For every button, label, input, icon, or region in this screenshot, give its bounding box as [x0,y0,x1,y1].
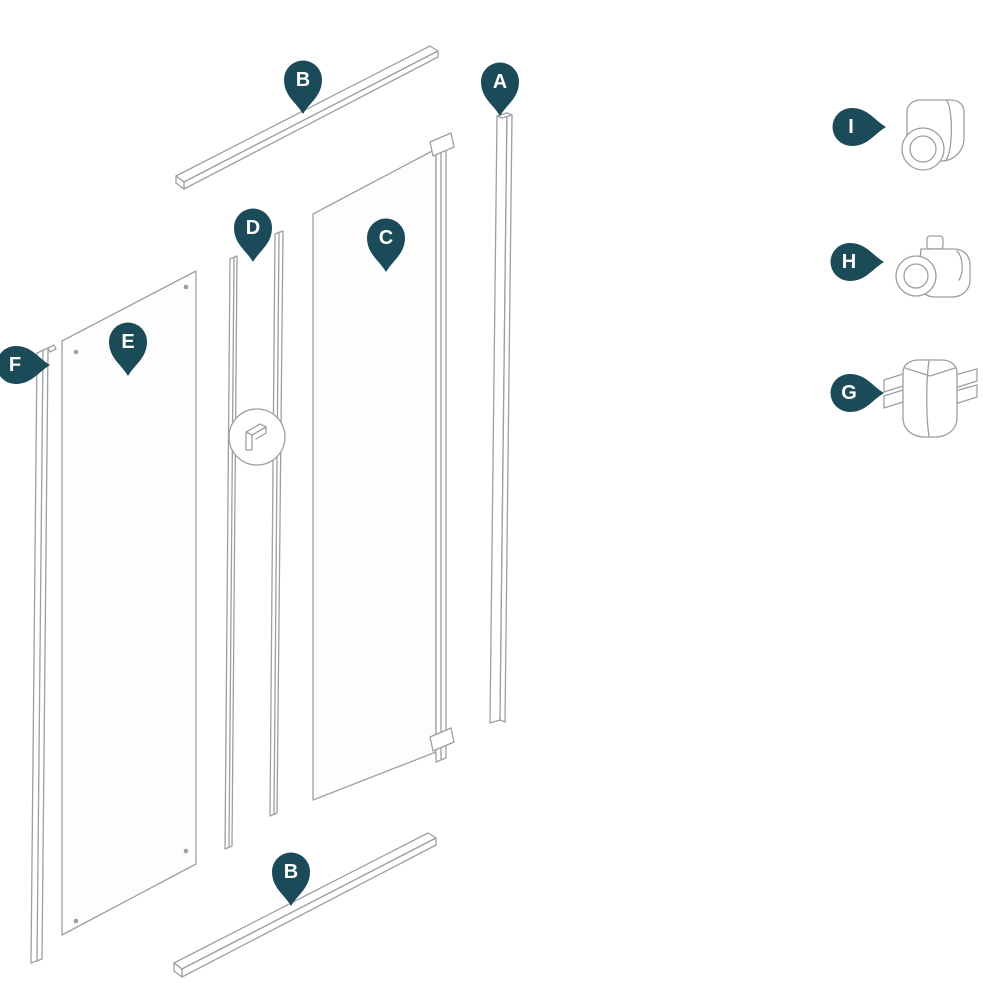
part-profile-d-drawing [224,230,286,850]
label-pin-b-top: B [283,60,323,114]
pin-letter: G [841,381,857,404]
pin-letter: A [492,70,508,93]
part-profile-f-drawing [30,344,57,964]
label-pin-a: A [480,62,520,116]
part-top-rail-drawing [175,45,439,190]
pin-letter: D [245,216,261,239]
zoom-detail-circle [228,408,286,466]
line-drawing [30,45,978,978]
part-bottom-rail-drawing [173,832,437,978]
label-pin-b-bottom: B [271,852,311,906]
pin-letter: B [295,68,311,91]
pin-letter: H [841,250,857,273]
pin-icon [830,374,884,412]
label-pin-c: C [366,218,406,272]
part-door-panel-c-drawing [312,132,455,801]
pin-icon [481,62,519,116]
pin-icon [284,60,322,114]
pin-letter: I [848,115,854,138]
part-hardware-g-drawing [883,359,978,438]
label-pin-d: D [233,208,273,262]
top-hinge-block [429,132,455,157]
pin-letter: E [121,330,135,353]
pin-icon [234,208,272,262]
pin-icon [830,243,884,281]
pin-letter: C [378,226,394,249]
pin-icon [109,322,147,376]
part-hardware-i-drawing [901,99,965,171]
label-pin-e: E [108,322,148,376]
bottom-hinge-block [429,727,455,752]
pin-icon [272,852,310,906]
label-pin-i: I [832,107,886,147]
label-pin-f: F [0,345,50,385]
part-side-panel-e-drawing [61,270,197,936]
pin-icon [0,346,50,384]
pin-letter: F [8,353,22,376]
pin-icon [832,108,886,146]
pin-icon [367,218,405,272]
label-pin-h: H [830,242,884,282]
label-pin-g: G [830,373,884,413]
pin-letter: B [283,860,299,883]
part-hardware-h-drawing [895,235,971,298]
part-profile-a-drawing [489,112,513,724]
